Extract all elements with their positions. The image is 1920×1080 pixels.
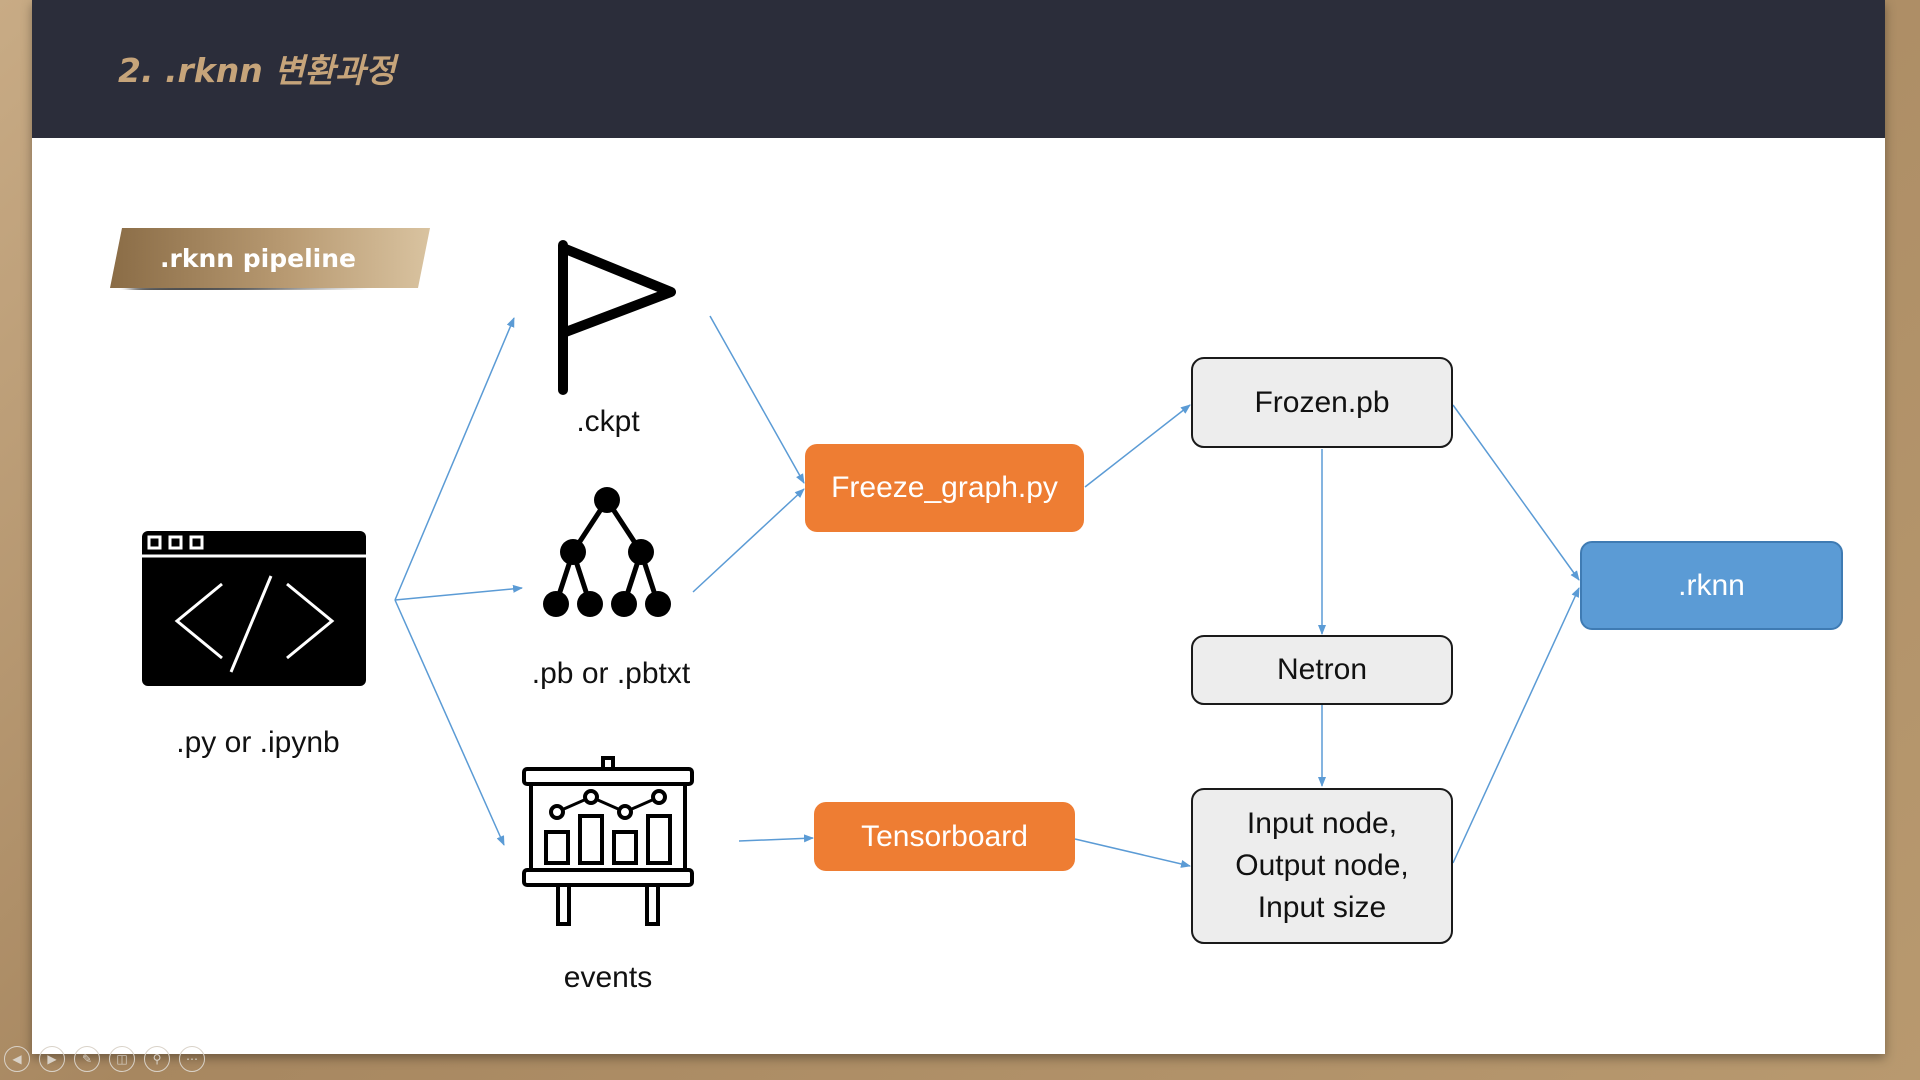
arrow-events-to-tensorboard xyxy=(738,834,814,843)
arrow-script-to-events xyxy=(394,599,505,846)
zoom-icon[interactable]: ⚲ xyxy=(144,1046,170,1072)
io-info-node: Input node, Output node, Input size xyxy=(1191,788,1453,944)
arrow-pb-to-freeze xyxy=(692,488,805,593)
tree-graph-icon xyxy=(543,487,671,617)
code-window-icon xyxy=(142,531,366,686)
arrow-ckpt-to-freeze xyxy=(709,315,805,484)
header-bar: 2. .rknn 변환과정 xyxy=(32,0,1885,138)
flow-arrows xyxy=(394,315,1580,868)
arrow-tensorboard-to-io xyxy=(1074,838,1191,868)
rknn-node: .rknn xyxy=(1580,541,1843,630)
more-icon[interactable]: ⋯ xyxy=(179,1046,205,1072)
io-info-line-3: Input size xyxy=(1257,891,1387,924)
rknn-label: .rknn xyxy=(1678,568,1745,602)
previous-icon[interactable]: ◀ xyxy=(4,1046,30,1072)
next-icon[interactable]: ▶ xyxy=(39,1046,65,1072)
frozen-pb-node: Frozen.pb xyxy=(1191,357,1453,448)
events-label: events xyxy=(563,961,653,994)
slides-icon[interactable]: ◫ xyxy=(109,1046,135,1072)
arrow-script-to-ckpt xyxy=(394,317,515,601)
pipeline-tag-shape xyxy=(110,228,430,290)
ckpt-label: .ckpt xyxy=(576,405,640,438)
flag-icon xyxy=(558,240,676,395)
netron-label: Netron xyxy=(1276,653,1368,686)
freeze-graph-node: Freeze_graph.py xyxy=(805,444,1084,532)
arrow-frozen-to-rknn xyxy=(1452,404,1580,581)
io-info-line-2: Output node, xyxy=(1235,849,1409,882)
script-label: .py or .ipynb xyxy=(176,726,340,759)
pipeline-tag-label: .rknn pipeline xyxy=(160,244,356,273)
netron-node: Netron xyxy=(1191,635,1453,705)
arrow-freeze-to-frozen xyxy=(1084,404,1191,488)
arrow-io-to-rknn xyxy=(1452,587,1580,864)
pb-label: .pb or .pbtxt xyxy=(531,657,691,690)
tensorboard-label: Tensorboard xyxy=(861,819,1028,853)
arrow-script-to-pb xyxy=(394,584,523,601)
slide: 2. .rknn 변환과정 .rknn pipeline xyxy=(32,0,1885,1054)
slide-title: 2. .rknn 변환과정 xyxy=(118,51,396,90)
presentation-chart-icon xyxy=(522,756,694,926)
tensorboard-node: Tensorboard xyxy=(814,802,1075,871)
pen-icon[interactable]: ✎ xyxy=(74,1046,100,1072)
frozen-pb-label: Frozen.pb xyxy=(1254,385,1390,419)
playback-controls: ◀ ▶ ✎ ◫ ⚲ ⋯ xyxy=(4,1046,205,1074)
freeze-graph-label: Freeze_graph.py xyxy=(831,471,1058,504)
io-info-line-1: Input node, xyxy=(1246,807,1398,840)
